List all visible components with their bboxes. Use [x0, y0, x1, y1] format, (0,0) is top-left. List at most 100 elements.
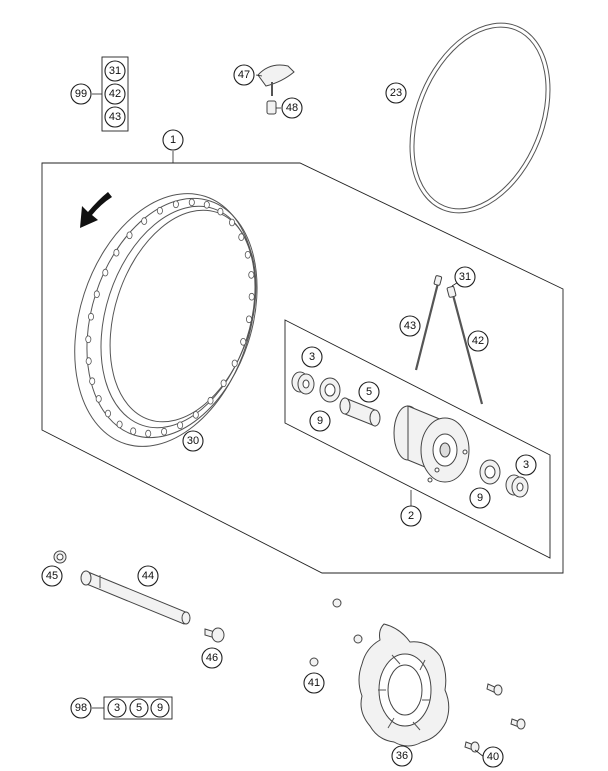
rotation-arrow-icon: [80, 192, 112, 228]
callout-36[interactable]: 36: [391, 745, 413, 767]
callout-label: 3: [523, 459, 529, 471]
callout-label: 48: [286, 102, 298, 114]
callout-3-left[interactable]: 3: [301, 346, 323, 368]
distance-sleeve-5: [339, 397, 381, 427]
hub-icon: [393, 405, 470, 483]
callout-label: 42: [472, 335, 484, 347]
callout-label: 36: [396, 750, 408, 762]
callout-98-5[interactable]: 5: [129, 698, 149, 718]
callout-99-31[interactable]: 31: [104, 60, 126, 82]
callout-label: 43: [404, 320, 416, 332]
callout-label: 99: [75, 88, 87, 100]
callout-label: 9: [317, 415, 323, 427]
callout-47[interactable]: 47: [233, 64, 255, 86]
spoke-hole: [161, 427, 168, 436]
callout-label: 40: [487, 751, 499, 763]
spoke-hole: [102, 268, 109, 277]
callout-label: 5: [136, 702, 142, 714]
spoke-hole: [172, 200, 179, 209]
axle-nut-icon: [53, 550, 67, 564]
spoke-hole: [156, 206, 163, 215]
spoke-hole: [188, 198, 195, 207]
rim-band-icon: [409, 22, 551, 214]
callout-label: 45: [46, 570, 58, 582]
callout-label: 3: [309, 351, 315, 363]
callout-98[interactable]: 98: [70, 697, 92, 719]
callout-9-right[interactable]: 9: [469, 487, 491, 509]
spoke-hole: [245, 315, 252, 324]
callout-label: 5: [366, 386, 372, 398]
spoke-hole: [126, 231, 133, 240]
bearing-9-left: [319, 377, 341, 403]
spoke-hole: [116, 420, 123, 429]
callout-label: 44: [142, 570, 154, 582]
spoke-hole: [89, 377, 96, 386]
callout-48[interactable]: 48: [281, 97, 303, 119]
callout-label: 31: [459, 271, 471, 283]
callout-30[interactable]: 30: [182, 430, 204, 452]
spoke-hole: [228, 218, 235, 227]
brake-disc-icon: [358, 623, 450, 747]
callout-label: 30: [187, 435, 199, 447]
callout-label: 98: [75, 702, 87, 714]
spoke-hole: [88, 312, 95, 321]
spoke-hole: [244, 251, 251, 259]
spoke-hole: [141, 217, 148, 225]
spoke-hole: [220, 379, 227, 388]
callout-41[interactable]: 41: [303, 672, 325, 694]
callout-99[interactable]: 99: [70, 83, 92, 105]
callout-label: 46: [206, 652, 218, 664]
spoke-hole: [95, 395, 102, 403]
callout-1[interactable]: 1: [162, 129, 184, 151]
spoke-hole: [248, 271, 255, 279]
callout-label: 43: [109, 111, 121, 123]
spoke-hole: [192, 411, 199, 419]
hub-assembly-frame: [284, 319, 551, 559]
axle-clamp-bolt-icon: [204, 627, 225, 643]
callout-98-3[interactable]: 3: [107, 698, 127, 718]
callout-9-left[interactable]: 9: [309, 410, 331, 432]
callout-31[interactable]: 31: [454, 266, 476, 288]
bearing-spacer-3-left: [291, 371, 315, 395]
callout-40[interactable]: 40: [482, 746, 504, 768]
leader-lines: [92, 74, 485, 758]
callout-98-9[interactable]: 9: [150, 698, 170, 718]
spoke-hole: [93, 290, 100, 299]
callout-46[interactable]: 46: [201, 647, 223, 669]
callout-45[interactable]: 45: [41, 565, 63, 587]
spoke-hole: [240, 337, 247, 346]
callout-5[interactable]: 5: [358, 381, 380, 403]
callout-44[interactable]: 44: [137, 565, 159, 587]
callout-23[interactable]: 23: [385, 82, 407, 104]
spoke-hole: [248, 292, 255, 301]
callout-42[interactable]: 42: [467, 330, 489, 352]
spoke-hole: [203, 201, 210, 209]
spoke-hole: [85, 357, 92, 365]
rim-spoke-holes: [85, 198, 255, 438]
valve-cap-icon: [257, 64, 295, 115]
callout-label: 3: [114, 702, 120, 714]
spoke-hole: [217, 207, 224, 216]
spoke-hole: [85, 335, 92, 344]
callout-label: 1: [170, 134, 176, 146]
callout-label: 23: [390, 87, 402, 99]
bearing-spacer-3-right: [505, 474, 529, 498]
callout-label: 47: [238, 69, 250, 81]
spoke-hole: [145, 429, 152, 438]
spoke-hole: [207, 396, 214, 405]
disc-bolt-icons: [464, 683, 526, 753]
spoke-icon: [414, 275, 484, 405]
callout-label: 42: [109, 88, 121, 100]
callout-99-43[interactable]: 43: [104, 106, 126, 128]
callout-2[interactable]: 2: [400, 505, 422, 527]
callout-3-right[interactable]: 3: [515, 454, 537, 476]
spoke-hole: [113, 248, 120, 257]
wheel-assembly-frame: [41, 162, 564, 574]
bearing-9-right: [479, 459, 501, 485]
callout-99-42[interactable]: 42: [104, 83, 126, 105]
spoke-hole: [105, 409, 112, 418]
callout-43[interactable]: 43: [399, 315, 421, 337]
callout-label: 41: [308, 677, 320, 689]
callout-label: 2: [408, 510, 414, 522]
